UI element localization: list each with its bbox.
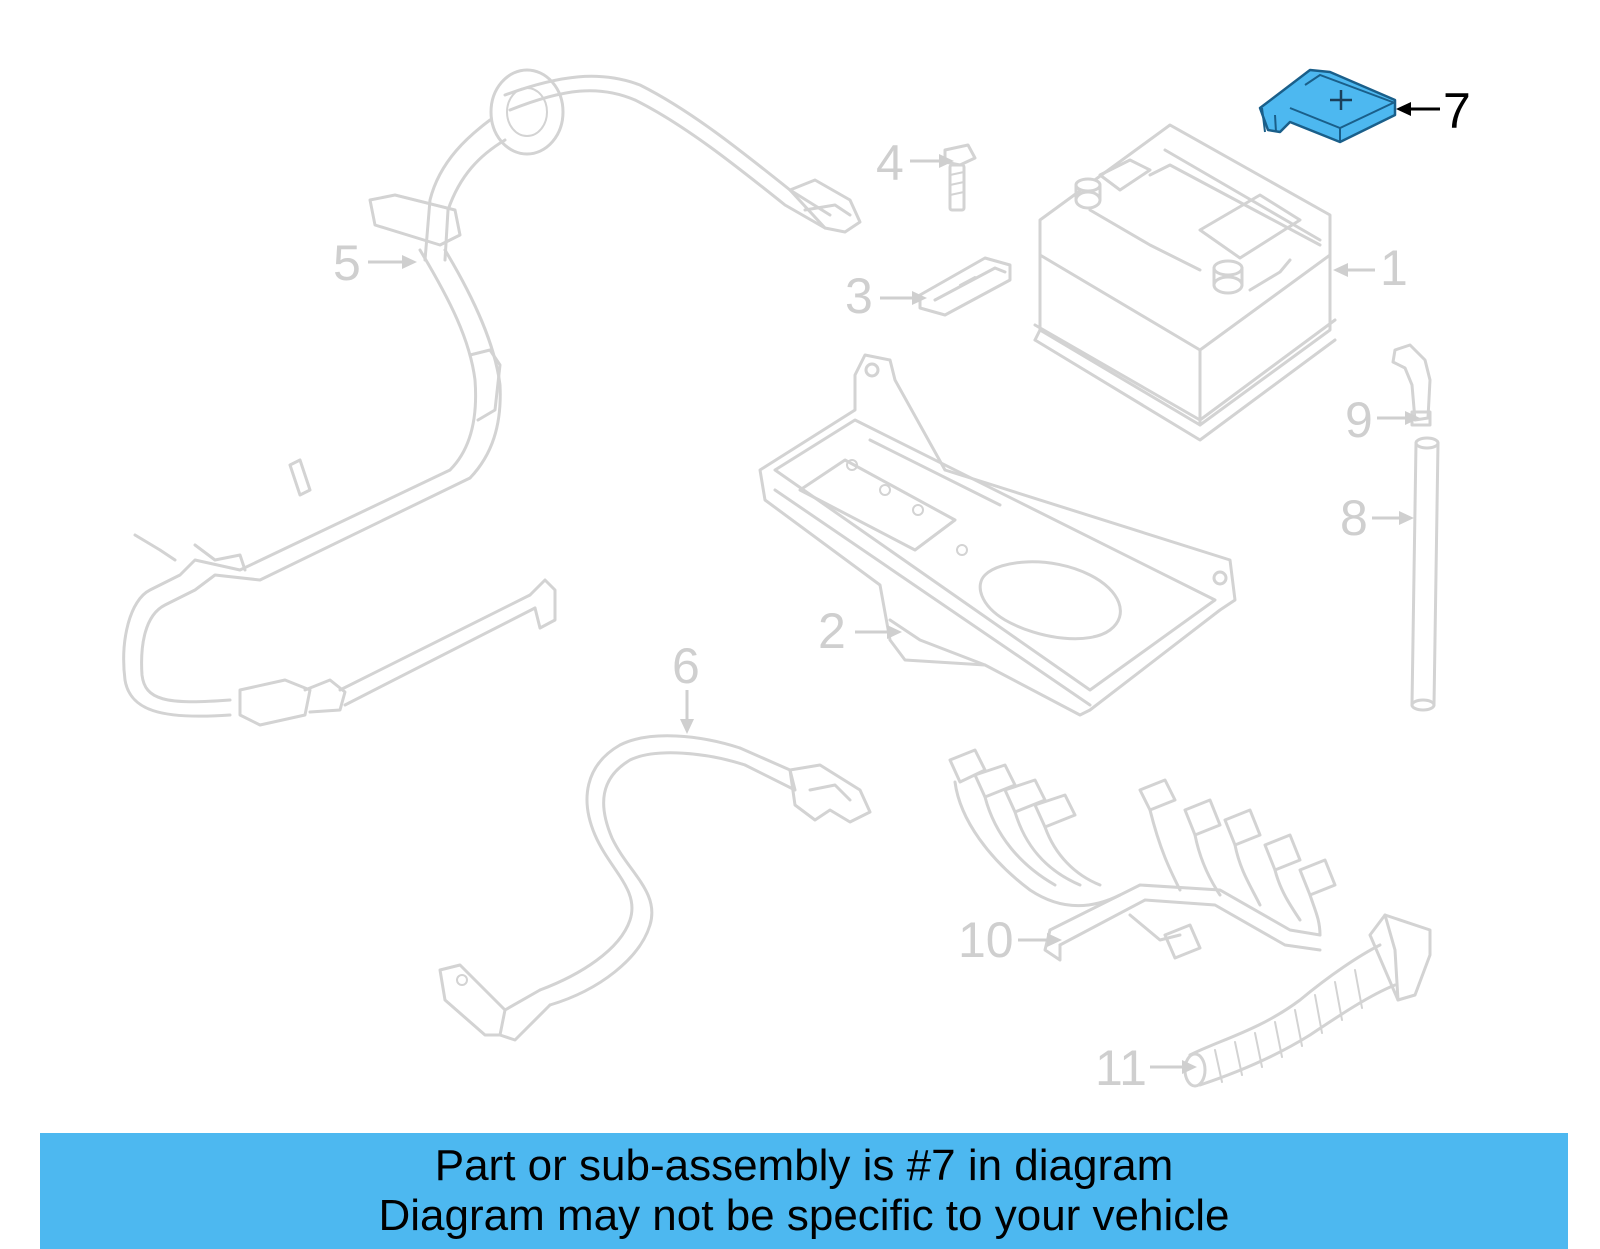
callout-6: 6 [672,638,700,734]
callout-10: 10 [958,912,1062,968]
positive-cable[interactable] [122,68,862,727]
svg-text:3: 3 [845,268,873,324]
callout-5: 5 [333,235,417,291]
vent-hose[interactable] [1410,436,1440,712]
terminal-cover[interactable] [1258,68,1397,144]
callout-7: 7 [1396,83,1471,139]
wiring-harness[interactable] [948,748,1337,962]
callout-2: 2 [818,603,902,659]
svg-text:4: 4 [876,135,904,191]
battery-tray[interactable] [758,353,1237,717]
hold-down-clamp[interactable] [918,256,1012,317]
svg-text:8: 8 [1340,490,1368,546]
vent-elbow[interactable] [1391,343,1432,427]
svg-text:10: 10 [958,912,1014,968]
svg-text:5: 5 [333,235,361,291]
banner-line-1: Part or sub-assembly is #7 in diagram [434,1141,1174,1190]
svg-text:7: 7 [1443,83,1471,139]
svg-text:9: 9 [1345,392,1373,448]
grommet[interactable] [1183,913,1432,1088]
callout-8: 8 [1340,490,1414,546]
callout-4: 4 [876,135,954,191]
callout-1: 1 [1333,240,1408,296]
battery[interactable] [1033,123,1337,442]
svg-text:11: 11 [1095,1040,1147,1096]
svg-text:2: 2 [818,603,846,659]
svg-text:6: 6 [672,638,700,694]
callout-11: 11 [1095,1040,1197,1096]
banner-line-2: Diagram may not be specific to your vehi… [378,1191,1230,1240]
callout-9: 9 [1345,392,1420,448]
callout-3: 3 [845,268,927,324]
svg-text:1: 1 [1380,240,1408,296]
bolt[interactable] [943,143,977,212]
info-banner: Part or sub-assembly is #7 in diagram Di… [40,1133,1568,1249]
negative-cable[interactable] [438,734,872,1042]
